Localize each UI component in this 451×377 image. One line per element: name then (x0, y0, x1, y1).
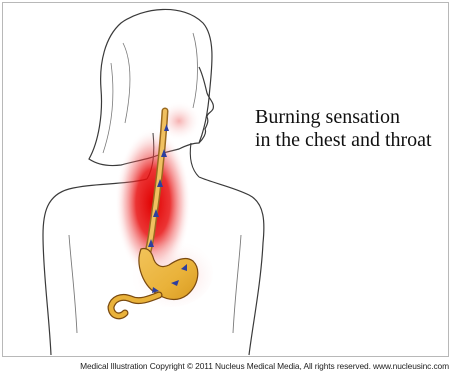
caption-line-2: in the chest and throat (255, 129, 445, 152)
symptom-caption: Burning sensation in the chest and throa… (255, 106, 445, 152)
heartburn-illustration (3, 3, 448, 356)
caption-line-1: Burning sensation (255, 106, 445, 129)
illustration-frame: Burning sensation in the chest and throa… (2, 2, 449, 357)
copyright-notice: Medical Illustration Copyright © 2011 Nu… (0, 360, 449, 372)
